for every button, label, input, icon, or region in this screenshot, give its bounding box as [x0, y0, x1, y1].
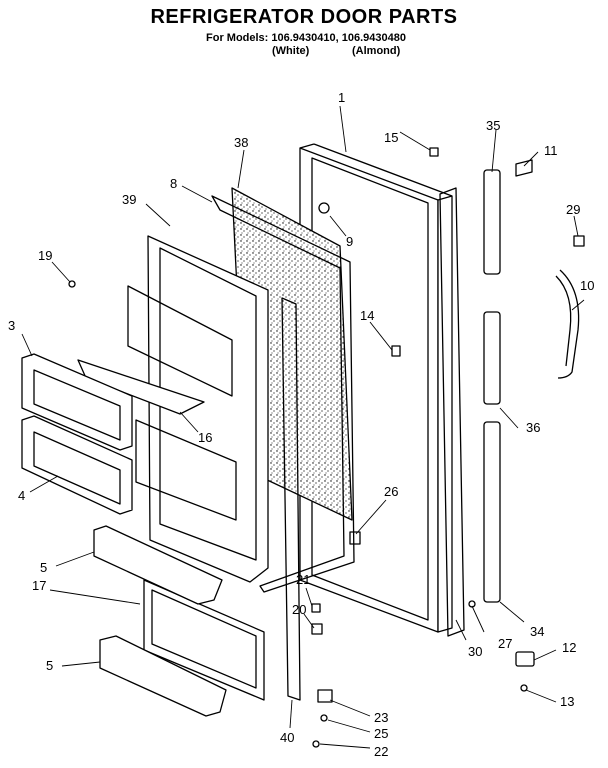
- callout-23: 23: [374, 710, 388, 725]
- door-bin-4: [21, 415, 133, 515]
- lower-rail: [143, 579, 265, 701]
- callout-3: 3: [8, 318, 15, 333]
- callout-20: 20: [292, 602, 306, 617]
- callout-40: 40: [280, 730, 294, 745]
- door-handle-10: [555, 269, 580, 379]
- models-line: For Models: 106.9430410, 106.9430480: [206, 32, 406, 44]
- callout-26: 26: [384, 484, 398, 499]
- callout-34: 34: [530, 624, 544, 639]
- callout-12: 12: [562, 640, 576, 655]
- callout-19: 19: [38, 248, 52, 263]
- callout-22: 22: [374, 744, 388, 759]
- callout-38: 38: [234, 135, 248, 150]
- callout-13: 13: [560, 694, 574, 709]
- door-shelf-5a: [93, 525, 223, 605]
- callout-15: 15: [384, 130, 398, 145]
- callout-35: 35: [486, 118, 500, 133]
- door-shelf-5b: [99, 635, 227, 717]
- handle-trim-35: [483, 169, 501, 275]
- callout-25: 25: [374, 726, 388, 741]
- hinge-12: [515, 651, 535, 667]
- callout-30: 30: [468, 644, 482, 659]
- callout-27: 27: [498, 636, 512, 651]
- door-gasket: [211, 195, 355, 593]
- callout-4: 4: [18, 488, 25, 503]
- variant-white: (White): [272, 45, 310, 57]
- callout-9: 9: [346, 234, 353, 249]
- callout-36: 36: [526, 420, 540, 435]
- handle-trim-36: [483, 311, 501, 405]
- page-title: REFRIGERATOR DOOR PARTS: [150, 6, 458, 28]
- callout-14: 14: [360, 308, 374, 323]
- callout-5b: 5: [46, 658, 53, 673]
- inner-door-liner: [127, 235, 269, 583]
- variant-almond: (Almond): [352, 45, 401, 57]
- callout-11: 11: [544, 143, 558, 158]
- trim-strip-30: [439, 187, 465, 637]
- callout-10: 10: [580, 278, 594, 293]
- callout-16: 16: [198, 430, 212, 445]
- callout-1: 1: [338, 90, 345, 105]
- callout-29: 29: [566, 202, 580, 217]
- callout-39: 39: [122, 192, 136, 207]
- callout-17: 17: [32, 578, 46, 593]
- callout-8: 8: [170, 176, 177, 191]
- callout-5a: 5: [40, 560, 47, 575]
- shelf-16: [77, 359, 205, 415]
- liner-strip: [281, 297, 301, 701]
- callout-21: 21: [296, 572, 310, 587]
- handle-trim-34: [483, 421, 501, 603]
- door-bin-3: [21, 353, 133, 451]
